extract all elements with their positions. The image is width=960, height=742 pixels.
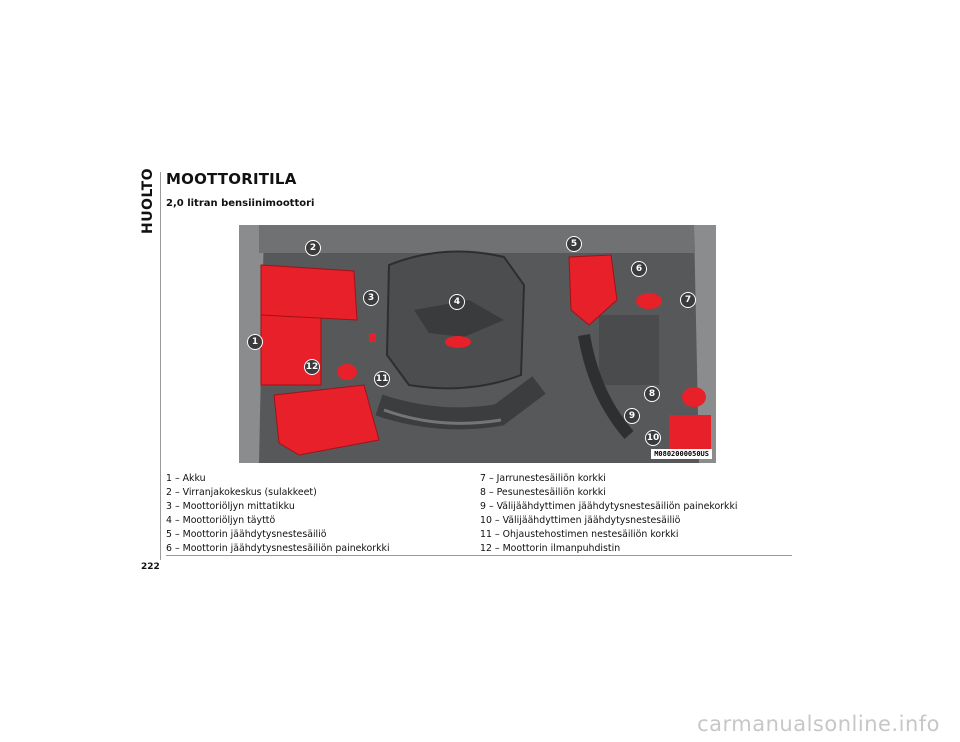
- callout-7: 7: [680, 292, 696, 308]
- legend-divider: [166, 555, 792, 556]
- legend-item: 4 – Moottoriöljyn täyttö: [166, 515, 276, 527]
- callout-3: 3: [363, 290, 379, 306]
- callout-8: 8: [644, 386, 660, 402]
- callout-10: 10: [645, 430, 661, 446]
- engine-bay-figure: 1 2 3 4 5 6 7 8 9 10 11 12 M0802000050US: [239, 225, 716, 463]
- legend-item: 9 – Välijäähdyttimen jäähdytysnestesäili…: [480, 501, 738, 513]
- figure-code: M0802000050US: [651, 449, 712, 459]
- callout-1: 1: [247, 334, 263, 350]
- section-tab: HUOLTO: [138, 168, 158, 234]
- engine-bay-illustration: [239, 225, 716, 463]
- legend-item: 10 – Välijäähdyttimen jäähdytysnestesäil…: [480, 515, 681, 527]
- legend-item: 11 – Ohjaustehostimen nestesäiliön korkk…: [480, 529, 679, 541]
- callout-11: 11: [374, 371, 390, 387]
- legend-item: 1 – Akku: [166, 473, 206, 484]
- legend-right: 7 – Jarrunestesäiliön korkki 8 – Pesunes…: [480, 472, 738, 557]
- legend-item: 5 – Moottorin jäähdytysnestesäiliö: [166, 529, 327, 541]
- page-title: MOOTTORITILA: [166, 170, 297, 188]
- legend-left: 1 – Akku 2 – Virranjakokeskus (sulakkeet…: [166, 472, 390, 557]
- callout-12: 12: [304, 359, 320, 375]
- page-subtitle: 2,0 litran bensiinimoottori: [166, 198, 315, 209]
- page-number: 222: [141, 562, 160, 572]
- callout-4: 4: [449, 294, 465, 310]
- callout-5: 5: [566, 236, 582, 252]
- legend-item: 2 – Virranjakokeskus (sulakkeet): [166, 487, 317, 499]
- legend-item: 7 – Jarrunestesäiliön korkki: [480, 473, 606, 484]
- callout-9: 9: [624, 408, 640, 424]
- section-divider: [160, 172, 161, 560]
- legend-item: 12 – Moottorin ilmanpuhdistin: [480, 543, 621, 555]
- legend-item: 3 – Moottoriöljyn mittatikku: [166, 501, 295, 513]
- section-tab-label: HUOLTO: [140, 167, 157, 235]
- legend-item: 8 – Pesunestesäiliön korkki: [480, 487, 606, 499]
- callout-6: 6: [631, 261, 647, 277]
- callout-2: 2: [305, 240, 321, 256]
- watermark: carmanualsonline.info: [697, 712, 940, 736]
- legend-item: 6 – Moottorin jäähdytysnestesäiliön pain…: [166, 543, 390, 555]
